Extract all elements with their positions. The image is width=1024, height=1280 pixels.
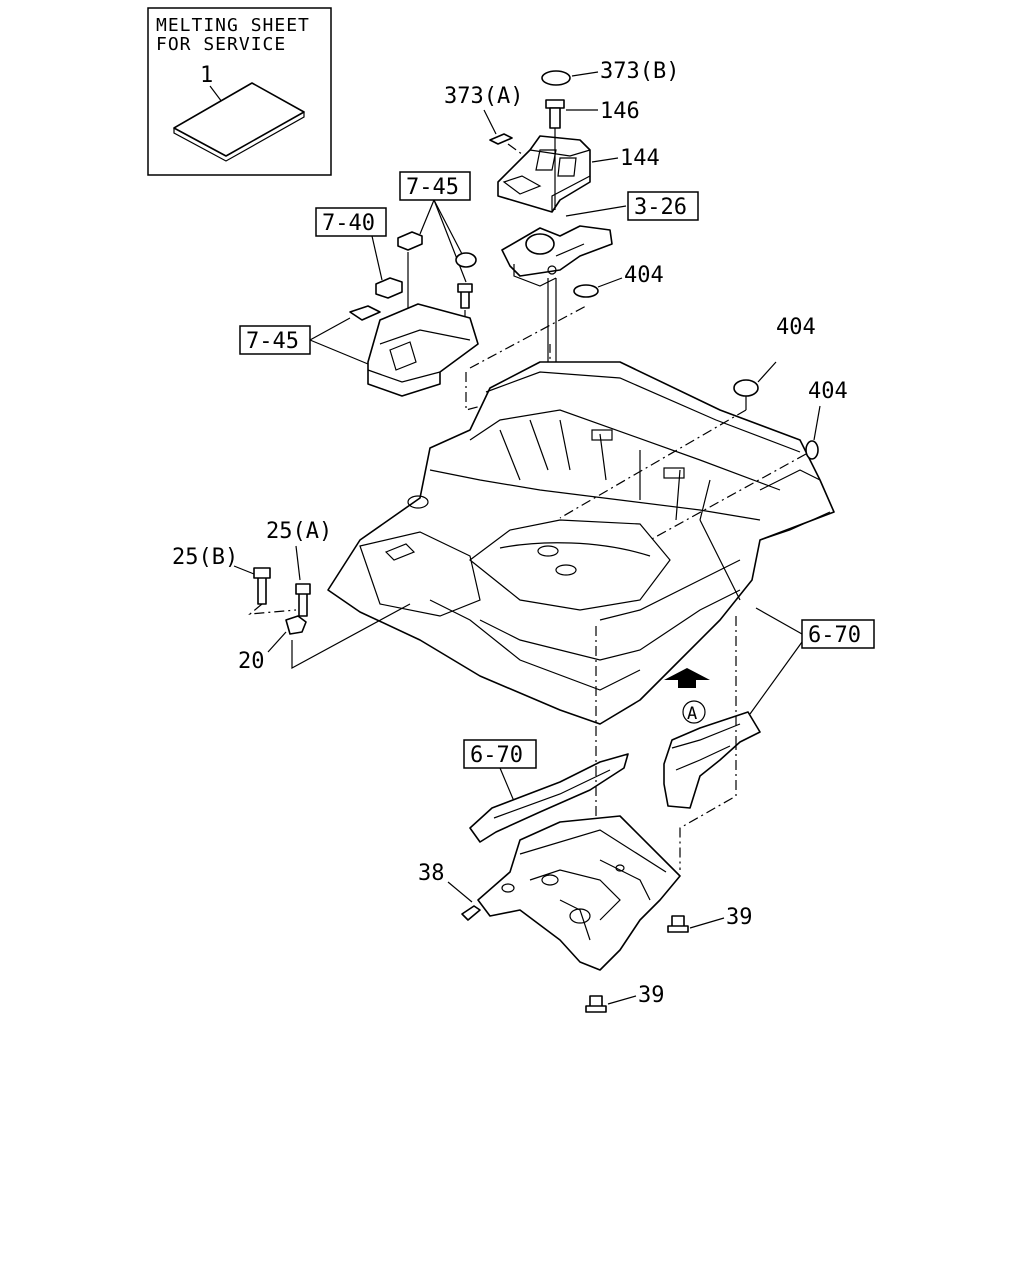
- crossmember-38: [477, 815, 681, 971]
- screw-745: [457, 283, 473, 309]
- clip-745: [397, 231, 423, 251]
- ref-326: 3-26: [634, 195, 687, 220]
- leader-373a: [483, 109, 497, 135]
- right-rail: 6-70 A: [663, 607, 875, 870]
- callout-404-right: 404: [808, 379, 848, 404]
- callout-146: 146: [600, 99, 640, 124]
- bolt-25a: [295, 583, 311, 617]
- bracket-38: [461, 905, 481, 921]
- callout-404-mid: 404: [776, 315, 816, 340]
- lower-assembly: 6-70 38: [418, 626, 681, 971]
- floor-plugs: 404 404: [559, 315, 848, 541]
- ref-box-326: [627, 191, 699, 221]
- cap-373b: [541, 70, 571, 86]
- callout-1: 1: [200, 63, 213, 88]
- callout-373a: 373(A): [444, 84, 523, 109]
- bolt-146: [545, 99, 565, 129]
- callout-373b: 373(B): [600, 59, 679, 84]
- callout-39-bottom: 39: [638, 983, 665, 1008]
- console-cover-144: [497, 135, 591, 213]
- ref-670-right: 6-70: [808, 623, 861, 648]
- ref-740: 7-40: [322, 211, 375, 236]
- console-box-body: [367, 303, 479, 397]
- clip-740: [375, 277, 403, 299]
- fasteners-39: 39 39: [585, 905, 753, 1013]
- leader-1: [209, 85, 223, 103]
- plug-404-mid: [733, 379, 759, 397]
- callout-38: 38: [418, 861, 445, 886]
- pad-745: [349, 305, 381, 321]
- callout-144: 144: [620, 146, 660, 171]
- melting-sheet-box: MELTING SHEET FOR SERVICE 1: [147, 7, 332, 176]
- callout-404-top: 404: [624, 263, 664, 288]
- ref-670-left: 6-70: [470, 743, 523, 768]
- leader-326: [565, 205, 627, 217]
- view-marker: A: [687, 704, 697, 724]
- floor-pan: [327, 361, 835, 725]
- grommet-745: [455, 252, 477, 268]
- rail-670-right: [663, 711, 761, 809]
- plug-373a: [489, 133, 513, 145]
- bolt-25b: [253, 567, 271, 605]
- ref-box-745-top: [399, 171, 471, 201]
- bolt-39-right: [667, 915, 689, 933]
- view-marker-circle: [682, 700, 706, 724]
- left-bolts: 25(A) 25(B) 20: [172, 519, 411, 674]
- shifter-mechanism: [501, 225, 613, 287]
- leader-373b: [571, 71, 599, 77]
- leader-404-top: [597, 277, 623, 288]
- callout-20: 20: [238, 649, 265, 674]
- leader-144: [591, 157, 619, 163]
- callout-39-right: 39: [726, 905, 753, 930]
- bracket-20: [285, 615, 307, 635]
- callout-25b: 25(B): [172, 545, 238, 570]
- view-arrow-icon: [664, 668, 710, 688]
- ref-745-top: 7-45: [406, 175, 459, 200]
- ref-box-740: [315, 207, 387, 237]
- melting-sheet-title-1: MELTING SHEET: [156, 15, 310, 36]
- bolt-39-bottom: [585, 995, 607, 1013]
- melting-sheet-edge: [173, 112, 305, 162]
- plug-404-top: [573, 284, 599, 298]
- ref-745-left: 7-45: [246, 329, 299, 354]
- plug-404-right: [805, 440, 819, 460]
- ref-box-670-left: [463, 739, 537, 769]
- callout-25a: 25(A): [266, 519, 332, 544]
- console-assembly: 373(B) 146 373(A) 144: [444, 59, 699, 520]
- ref-box-670-right: [801, 619, 875, 649]
- melting-sheet-title-2: FOR SERVICE: [156, 34, 286, 55]
